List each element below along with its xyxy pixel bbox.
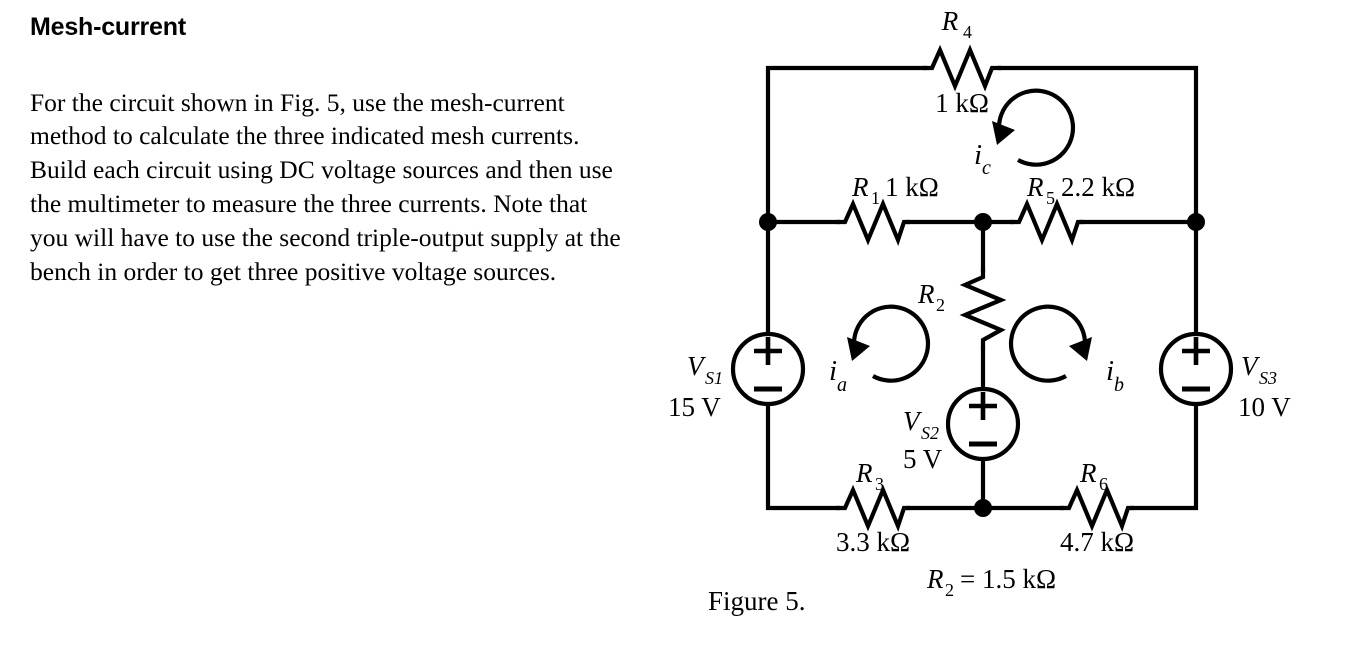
label-VS2: V S2 5 V (903, 406, 943, 474)
problem-text-column: Mesh-current For the circuit shown in Fi… (30, 13, 640, 289)
label-R5-sub: 5 (1046, 188, 1055, 208)
mesh-current-arrows (847, 88, 1092, 383)
wire-top-left (765, 65, 928, 225)
label-R2: R 2 (917, 279, 945, 315)
source-VS2-plus (969, 392, 997, 420)
label-VS2-sub: S2 (921, 423, 939, 443)
label-R1: R 1 1 kΩ (851, 172, 939, 208)
label-VS3-name: V (1241, 351, 1261, 381)
label-R6-name: R (1079, 458, 1097, 488)
mesh-arrow-ia-head (847, 337, 870, 361)
mesh-arrow-ib-arc (1008, 304, 1088, 383)
label-ia-name: i (829, 355, 837, 387)
label-R3: R 3 3.3 kΩ (836, 458, 910, 557)
mesh-arrow-ia (847, 304, 931, 383)
wire-right-lower (1129, 401, 1199, 511)
node-dot-center-bottom (974, 499, 992, 517)
voltage-source-VS2 (945, 386, 1021, 462)
source-VS1-plus (754, 337, 782, 365)
problem-statement: For the circuit shown in Fig. 5, use the… (30, 87, 621, 287)
circuit-figure: R 4 1 kΩ R 1 1 kΩ R 5 2.2 kΩ R 2 (640, 0, 1362, 652)
label-VS3-sub: S3 (1259, 368, 1277, 388)
voltage-sources (730, 331, 1234, 462)
label-R3-name: R (855, 458, 873, 488)
mesh-arrow-ib-head (1069, 337, 1092, 361)
junction-nodes (759, 213, 1205, 517)
mesh-arrow-ia-arc (851, 304, 931, 383)
resistor-R6-zigzag (1059, 484, 1135, 532)
wire-left-lower (765, 401, 841, 511)
label-ic-name: i (974, 139, 982, 171)
label-R4-value: 1 kΩ (935, 88, 989, 118)
node-dot-center-top (974, 213, 992, 231)
source-VS2-body (945, 386, 1021, 462)
circuit-diagram-svg: R 4 1 kΩ R 1 1 kΩ R 5 2.2 kΩ R 2 (668, 6, 1291, 600)
label-R1-name: R (851, 172, 869, 202)
label-VS1-name: V (687, 351, 707, 381)
wire-top-right (997, 65, 1199, 225)
note-R2-name: R (926, 564, 944, 594)
resistor-R1-zigzag (835, 198, 911, 246)
label-R1-value: 1 kΩ (885, 172, 939, 202)
mesh-arrow-ic (992, 88, 1076, 167)
label-ic-sub: c (982, 157, 991, 179)
label-VS2-value: 5 V (903, 444, 943, 474)
label-ib: i b (1106, 355, 1124, 396)
note-R2-equals: = 1.5 kΩ (960, 564, 1056, 594)
figure-caption: Figure 5. (708, 586, 806, 616)
label-R6-value: 4.7 kΩ (1060, 527, 1134, 557)
label-R4-name: R (941, 6, 959, 36)
label-ia-sub: a (837, 374, 847, 396)
source-VS1-body (730, 331, 806, 407)
resistor-R5-zigzag (1009, 198, 1085, 246)
label-VS1-value: 15 V (668, 392, 721, 422)
label-ib-sub: b (1114, 374, 1124, 396)
mesh-arrow-ic-arc (996, 88, 1076, 167)
label-VS3: V S3 10 V (1238, 351, 1291, 422)
circuit-wires (765, 44, 1199, 532)
source-VS3-body (1158, 331, 1234, 407)
label-ia: i a (829, 355, 847, 396)
resistor-R4-zigzag (922, 44, 1003, 92)
mesh-arrow-ic-head (992, 121, 1015, 145)
label-R2-name: R (917, 279, 935, 309)
label-R4-sub: 4 (963, 22, 972, 42)
label-VS2-name: V (903, 406, 923, 436)
label-R5-value: 2.2 kΩ (1061, 172, 1135, 202)
node-dot-left (759, 213, 777, 231)
label-R5: R 5 2.2 kΩ (1026, 172, 1135, 208)
label-ib-name: i (1106, 355, 1114, 387)
label-VS3-value: 10 V (1238, 392, 1291, 422)
label-R6-sub: 6 (1099, 474, 1108, 494)
label-VS1: V S1 15 V (668, 351, 723, 422)
note-R2-sub: 2 (945, 580, 954, 600)
voltage-source-VS1 (730, 331, 806, 407)
mesh-arrow-ib (1008, 304, 1092, 383)
page-title: Mesh-current (30, 13, 186, 41)
label-R2-sub: 2 (936, 295, 945, 315)
resistor-R3-zigzag (835, 484, 911, 532)
label-R6: R 6 4.7 kΩ (1060, 458, 1134, 557)
label-R3-value: 3.3 kΩ (836, 527, 910, 557)
label-VS1-sub: S1 (705, 368, 723, 388)
node-dot-right (1187, 213, 1205, 231)
label-R4: R 4 1 kΩ (935, 6, 989, 118)
note-R2-value: R 2 = 1.5 kΩ (926, 564, 1056, 600)
label-R3-sub: 3 (875, 474, 884, 494)
resistor-R2-zigzag (959, 267, 1007, 351)
label-R1-sub: 1 (871, 188, 880, 208)
source-VS3-plus (1182, 337, 1210, 365)
label-R5-name: R (1026, 172, 1044, 202)
voltage-source-VS3 (1158, 331, 1234, 407)
label-ic: i c (974, 139, 991, 179)
